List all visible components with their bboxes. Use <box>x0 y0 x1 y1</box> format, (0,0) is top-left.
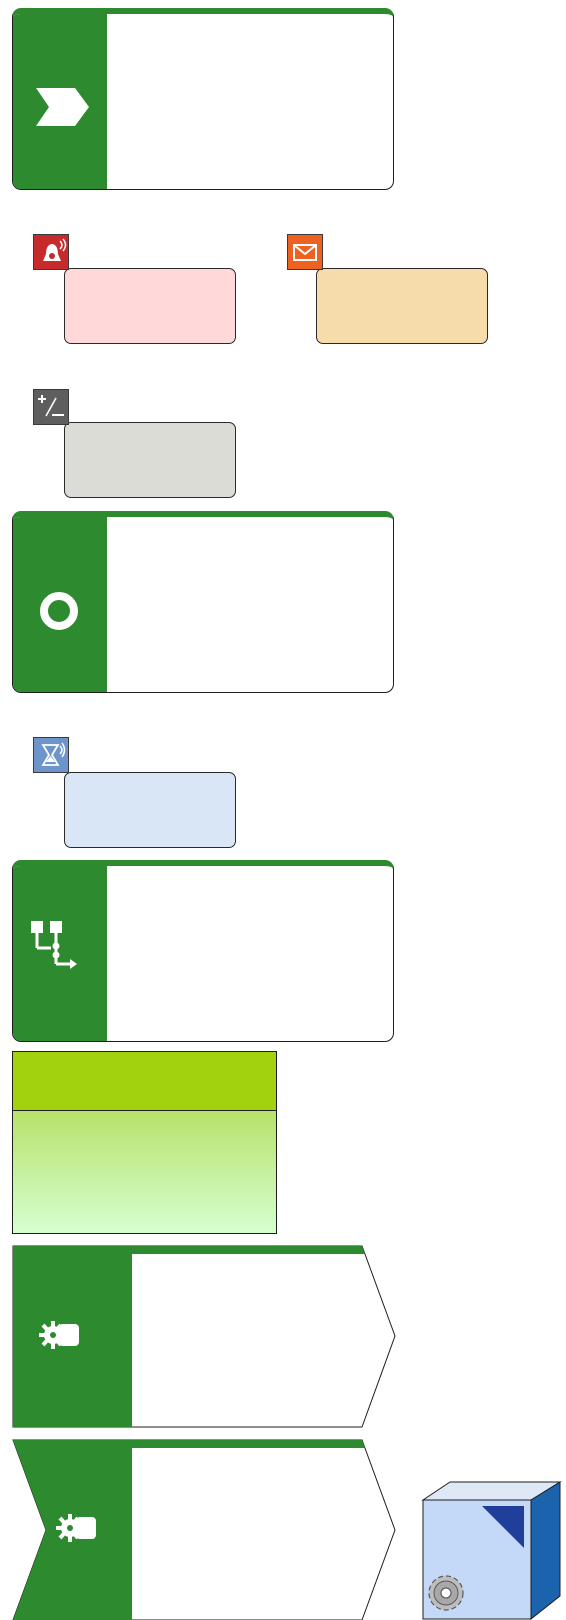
process-box-end[interactable] <box>12 511 394 693</box>
process-box-flow[interactable] <box>12 860 394 1042</box>
plus-minus-icon <box>34 390 68 424</box>
ring-icon <box>13 517 107 693</box>
alarm-event-badge[interactable] <box>33 234 69 270</box>
process-band <box>13 866 107 1041</box>
signal-event-badge[interactable] <box>33 737 69 773</box>
signal-event-box[interactable] <box>64 772 236 848</box>
gear-shape-icon <box>52 1503 112 1553</box>
message-event-box[interactable] <box>316 268 488 344</box>
pool-header <box>13 1052 276 1111</box>
compute-event-box[interactable] <box>64 422 236 498</box>
signal-hourglass-icon <box>34 738 68 772</box>
component-cube[interactable] <box>420 1480 566 1620</box>
chevron-right-icon <box>13 14 107 190</box>
process-band <box>13 14 107 189</box>
alarm-event-box[interactable] <box>64 268 236 344</box>
compute-event-badge[interactable] <box>33 389 69 425</box>
flow-chart-icon <box>13 866 107 1042</box>
process-box-start[interactable] <box>12 8 394 190</box>
gear-icon <box>429 1576 463 1610</box>
envelope-icon <box>288 235 322 269</box>
gear-shape-icon <box>30 1310 100 1360</box>
process-band <box>13 517 107 692</box>
alarm-bell-icon <box>34 235 68 269</box>
message-event-badge[interactable] <box>287 234 323 270</box>
pool-lane[interactable] <box>12 1051 277 1234</box>
